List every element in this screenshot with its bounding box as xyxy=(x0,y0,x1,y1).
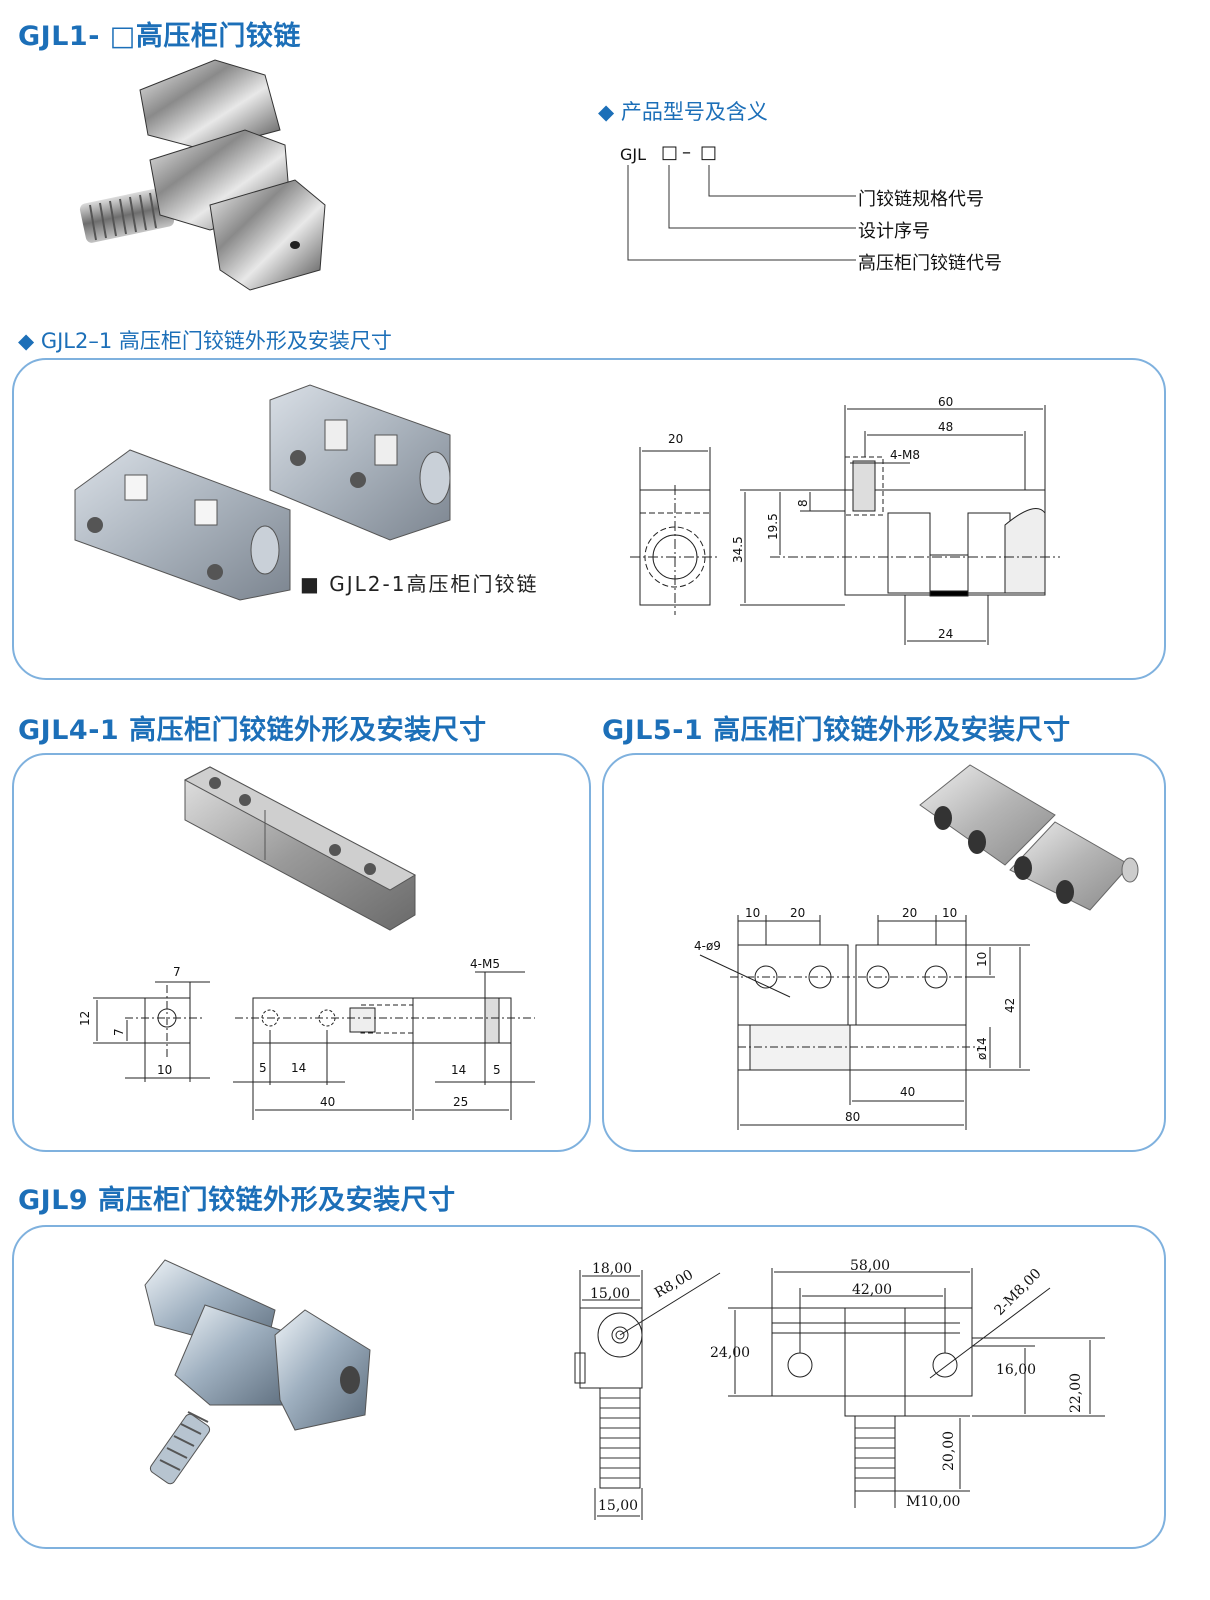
gjl2-heading: ◆ GJL2–1 高压柜门铰链外形及安装尺寸 xyxy=(18,329,392,353)
gjl5-hinge-photo xyxy=(919,764,1139,911)
gjl4-dim-5b: 5 xyxy=(493,1063,501,1077)
gjl9-dim-58: 58,00 xyxy=(850,1258,890,1274)
gjl4-dim-5a: 5 xyxy=(259,1061,267,1075)
gjl9-dim-15a: 15,00 xyxy=(590,1286,630,1302)
gjl5-dim-v42: 42 xyxy=(1003,998,1017,1013)
model-code: GJL xyxy=(620,145,647,164)
gjl2-caption: ■ GJL2-1高压柜门铰链 xyxy=(300,572,539,596)
gjl4-dim-10: 10 xyxy=(157,1063,172,1077)
gjl5-dim-a10: 10 xyxy=(745,906,760,920)
gjl9-dim-r8: R8,00 xyxy=(652,1267,696,1302)
gjl5-dim-b10: 10 xyxy=(942,906,957,920)
gjl2-dim-19-5: 19.5 xyxy=(766,513,780,540)
gjl9-dim-15b: 15,00 xyxy=(598,1498,638,1514)
model-line-2: 设计序号 xyxy=(858,221,930,242)
gjl9-dim-20: 20,00 xyxy=(941,1431,957,1471)
gjl4-dim-14a: 14 xyxy=(291,1061,306,1075)
gjl2-dim-20: 20 xyxy=(668,432,683,446)
model-dash: – xyxy=(682,142,691,163)
model-line-1: 门铰链规格代号 xyxy=(858,189,984,210)
model-line-3: 高压柜门铰链代号 xyxy=(858,253,1002,274)
gjl4-drawing: 7 12 7 10 4-M5 5 14 14 5 40 25 xyxy=(78,957,535,1120)
gjl4-dim-40: 40 xyxy=(320,1095,335,1109)
gjl9-dim-22: 22,00 xyxy=(1068,1373,1084,1413)
gjl4-dim-m5: 4-M5 xyxy=(470,957,500,971)
gjl2-dim-8: 8 xyxy=(796,499,810,507)
gjl4-dim-14b: 14 xyxy=(451,1063,466,1077)
gjl9-dim-18: 18,00 xyxy=(592,1261,632,1277)
gjl2-dim-60: 60 xyxy=(938,395,953,409)
gjl5-dim-v10: 10 xyxy=(975,952,989,967)
gjl1-title: GJL1- □高压柜门铰链 xyxy=(18,21,301,52)
gjl5-drawing: 10 20 20 10 4-ø9 10 42 ø14 40 80 xyxy=(694,906,1030,1130)
gjl4-hinge-photo xyxy=(183,766,417,931)
gjl2-dim-48: 48 xyxy=(938,420,953,434)
model-box2: □ xyxy=(700,142,718,163)
gjl1-hinge-photo xyxy=(79,59,326,291)
gjl5-dim-80: 80 xyxy=(845,1110,860,1124)
gjl2-dim-24: 24 xyxy=(938,627,953,641)
gjl5-dim-phi14: ø14 xyxy=(975,1037,989,1060)
gjl9-dim-24: 24,00 xyxy=(710,1345,750,1361)
gjl2-hinge-photo xyxy=(74,384,451,601)
gjl2-drawing: 20 60 48 4-M8 8 19.5 34.5 24 xyxy=(630,395,1060,645)
gjl9-dim-16: 16,00 xyxy=(996,1362,1036,1378)
model-leader-lines xyxy=(627,165,856,261)
gjl9-dim-m8: 2-M8,00 xyxy=(992,1266,1045,1319)
gjl4-dim-25: 25 xyxy=(453,1095,468,1109)
gjl5-dim-a20: 20 xyxy=(790,906,805,920)
gjl4-dim-7b: 7 xyxy=(112,1028,126,1036)
gjl5-dim-phi9: 4-ø9 xyxy=(694,939,721,953)
gjl2-dim-m8: 4-M8 xyxy=(890,448,920,462)
gjl9-dim-42: 42,00 xyxy=(852,1282,892,1298)
gjl5-dim-40: 40 xyxy=(900,1085,915,1099)
gjl9-title: GJL9 高压柜门铰链外形及安装尺寸 xyxy=(18,1185,456,1216)
gjl5-dim-b20: 20 xyxy=(902,906,917,920)
gjl2-dim-34-5: 34.5 xyxy=(731,536,745,563)
gjl4-dim-12: 12 xyxy=(78,1011,92,1026)
model-heading: ◆ 产品型号及含义 xyxy=(598,100,768,124)
gjl9-dim-m10: M10,00 xyxy=(906,1494,960,1510)
gjl5-panel xyxy=(602,753,1166,1152)
gjl4-title: GJL4-1 高压柜门铰链外形及安装尺寸 xyxy=(18,715,487,746)
gjl9-hinge-photo xyxy=(144,1259,371,1485)
model-box1: □ xyxy=(661,142,679,163)
gjl5-title: GJL5-1 高压柜门铰链外形及安装尺寸 xyxy=(602,715,1071,746)
gjl9-drawing: 18,00 15,00 R8,00 15,00 58,00 42,00 2-M8… xyxy=(574,1258,1105,1520)
gjl4-dim-7a: 7 xyxy=(173,965,181,979)
